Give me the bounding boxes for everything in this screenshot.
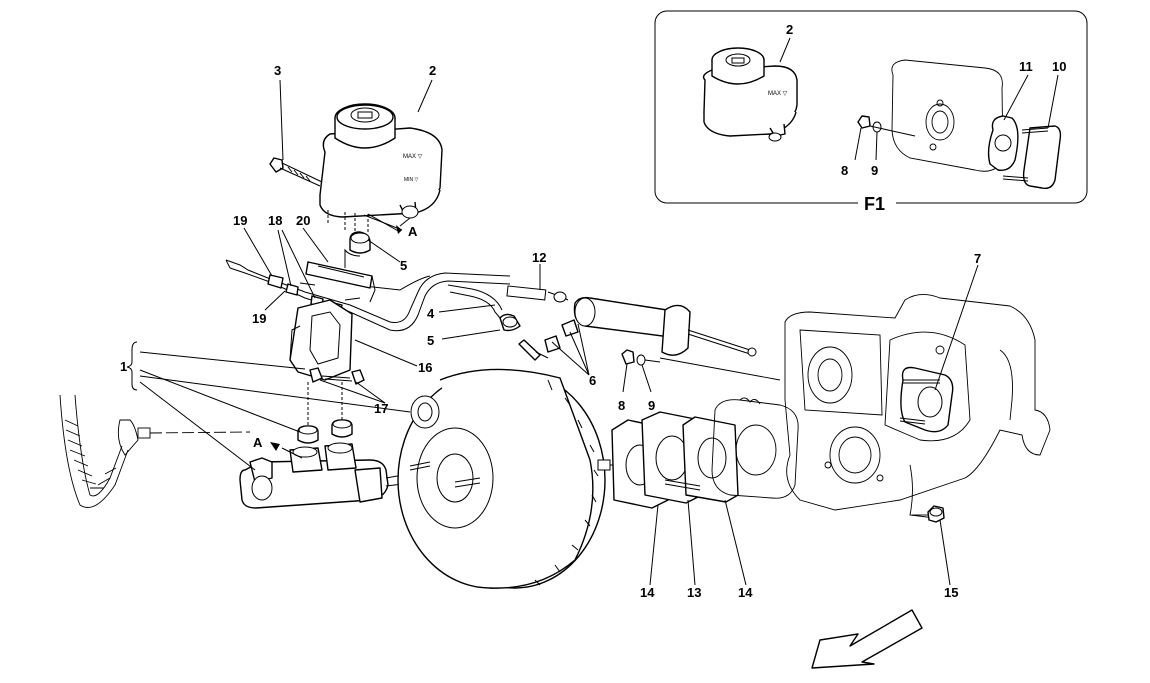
inset-max-mark: MAX ▽ (768, 91, 788, 97)
master-cylinder (239, 382, 441, 509)
label-17: 17 (374, 401, 388, 416)
inset-pedal-box-ghost (891, 59, 1004, 172)
bolt-3 (269, 157, 323, 187)
label-20: 20 (296, 213, 310, 228)
label-5-lower: 5 (427, 333, 434, 348)
label-9: 9 (648, 398, 655, 413)
fluid-reservoir: MAX ▽ MIN ▽ (319, 103, 443, 233)
label-6: 6 (589, 373, 596, 388)
inset-plate-10 (1022, 125, 1062, 190)
inset-label-9: 9 (871, 163, 878, 178)
label-8: 8 (618, 398, 625, 413)
bracket-20 (305, 261, 373, 289)
inset-label-2: 2 (786, 22, 793, 37)
brake-pipe-assembly (225, 259, 569, 332)
gasket-plates (611, 397, 799, 509)
label-3: 3 (274, 63, 281, 78)
bracket-16 (289, 299, 365, 385)
clip-5-upper (344, 231, 371, 268)
label-7: 7 (974, 251, 981, 266)
inset-label-11: 11 (1019, 59, 1033, 74)
label-13: 13 (687, 585, 701, 600)
label-12: 12 (532, 250, 546, 265)
label-4: 4 (427, 306, 435, 321)
ref-label-a-upper: A (408, 224, 418, 239)
callout-labels: 3 2 19 18 20 5 12 19 4 5 1 16 17 6 8 9 7… (120, 63, 981, 600)
reaction-cylinder (518, 296, 781, 381)
inset-title: F1 (864, 194, 885, 214)
inset-f1: MAX ▽ 2 8 9 11 10 (654, 10, 1088, 214)
direction-arrow-icon (811, 609, 923, 669)
reservoir-max-mark: MAX ▽ (403, 154, 423, 160)
label-14-right: 14 (738, 585, 753, 600)
leader-lines (126, 79, 979, 586)
brake-booster (397, 368, 620, 589)
inset-reservoir: MAX ▽ (702, 47, 798, 142)
reservoir-min-mark: MIN ▽ (404, 177, 419, 183)
ref-label-a-lower: A (253, 435, 263, 450)
label-1: 1 (120, 359, 127, 374)
label-14-left: 14 (640, 585, 655, 600)
inset-label-10: 10 (1052, 59, 1066, 74)
washer-9 (636, 354, 646, 366)
label-2: 2 (429, 63, 436, 78)
label-19-lower: 19 (252, 311, 266, 326)
label-18: 18 (268, 213, 282, 228)
pedal-box-ghost (784, 294, 1051, 523)
hose-ghost (59, 394, 251, 508)
nut-8 (621, 349, 635, 365)
label-19-upper: 19 (233, 213, 247, 228)
label-15: 15 (944, 585, 958, 600)
inset-label-8: 8 (841, 163, 848, 178)
label-5-upper: 5 (400, 258, 407, 273)
label-16: 16 (418, 360, 432, 375)
